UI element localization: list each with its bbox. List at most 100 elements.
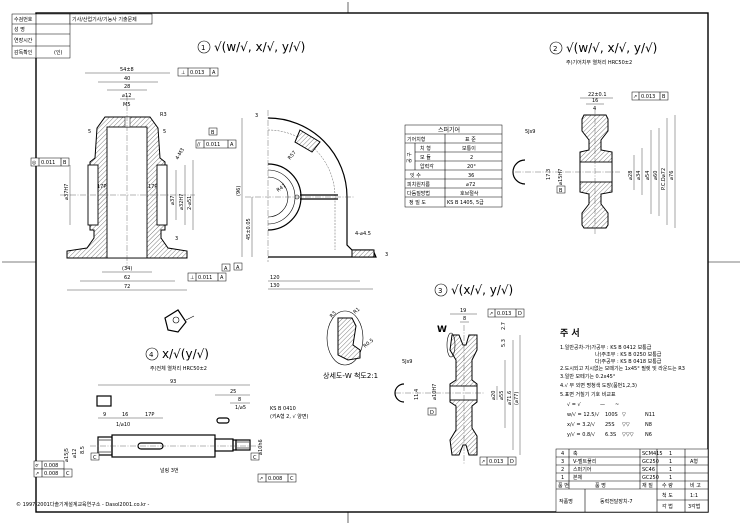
dim-28: 28	[124, 84, 130, 90]
datum-b-box: B	[208, 127, 218, 136]
svg-text:C: C	[93, 455, 97, 461]
svg-text:GC250: GC250	[642, 475, 659, 481]
dim-4-m3: 4-M3	[175, 147, 186, 161]
svg-text:B: B	[211, 130, 215, 136]
svg-text:C: C	[253, 455, 257, 461]
parts-row-4: 4 축 SCM415 1	[561, 450, 672, 457]
svg-text:—: —	[600, 402, 605, 408]
spur-gear-table: 스퍼기어 기어치형 표 준 공 구 치 형 보통이 모 듈 2 압력각 20° …	[404, 124, 503, 208]
dim-130: 130	[270, 283, 280, 289]
dim-gear-17.3: 17.3	[546, 169, 552, 180]
datum-a-box: A	[233, 262, 243, 271]
roughness-symbol-1: √(w/√, x/√, y/√)	[214, 40, 305, 54]
dim-gear-bore: ⌀15H7	[558, 169, 564, 185]
view-number-2: 2	[553, 45, 557, 53]
dim-shaft-d12: ⌀12	[72, 449, 78, 458]
dim-40: 40	[124, 76, 130, 82]
svg-text:스퍼기어: 스퍼기어	[573, 466, 591, 473]
detail-dim-r1: R1	[352, 307, 361, 316]
svg-text:모 듈: 모 듈	[420, 155, 431, 161]
dim-2-d51: 2-⌀51	[187, 196, 193, 210]
svg-text:N6: N6	[645, 432, 652, 438]
dim-pulley-keyway: 5Js9	[402, 359, 412, 365]
svg-text:SC46: SC46	[642, 467, 655, 473]
svg-text:2: 2	[470, 155, 473, 161]
svg-text:A: A	[212, 70, 216, 76]
svg-text:SCM415: SCM415	[642, 451, 663, 457]
detail-w-view: R3 R1 R0.5 상세도-W 척도2:1	[323, 307, 378, 380]
svg-text:보통이: 보통이	[462, 145, 476, 152]
dim-120: 120	[270, 275, 280, 281]
svg-text:◎: ◎	[32, 160, 37, 166]
dim-shaft-c10: 1/⌀10	[116, 422, 130, 428]
roughness-symbol-4: x/√(y/√)	[162, 347, 209, 361]
svg-text:표 준: 표 준	[465, 137, 476, 143]
svg-text:비 고: 비 고	[690, 482, 701, 489]
svg-text:√ = √: √ = √	[567, 402, 582, 408]
project-label: 작품명	[559, 498, 573, 505]
svg-text://: //	[197, 142, 201, 148]
dim-shaft-17p: 17P	[145, 412, 154, 418]
svg-text:호브절삭: 호브절삭	[460, 190, 479, 197]
note-line-1b: 나)주조부 : KS B 0250 보통급	[595, 351, 662, 358]
svg-text:A: A	[224, 266, 228, 272]
gear-heat-treatment-note: 주)기어치부 열처리 HRC50±2	[566, 59, 632, 66]
dim-shaft-8.5: 8.5	[80, 446, 86, 454]
detail-dim-r0.5: R0.5	[362, 338, 375, 350]
svg-text:x/√ = 3.2/√: x/√ = 3.2/√	[567, 422, 596, 428]
svg-text:~: ~	[615, 402, 619, 408]
svg-text:6.3S: 6.3S	[605, 432, 616, 438]
shaft-heat-treatment-note: 주)전체 열처리 HRC50±2	[150, 365, 207, 372]
svg-text:압력각: 압력각	[420, 163, 434, 170]
svg-text:0.008: 0.008	[268, 476, 282, 482]
notes-title: 주 서	[560, 327, 580, 339]
dim-pulley-11.4: 11.4	[414, 389, 420, 400]
dim-62: 62	[124, 275, 130, 281]
view-number-1: 1	[201, 44, 205, 52]
tolerance-perpendicular-bottom: ⊥ 0.011 A	[187, 272, 227, 282]
view-number-4: 4	[149, 351, 154, 359]
dim-shaft-16: 16	[122, 412, 128, 418]
gear-runout-tolerance: ↗ 0.013 B	[631, 91, 669, 101]
svg-text:1: 1	[669, 451, 672, 457]
dim-pulley-19: 19	[460, 308, 466, 314]
svg-text:피치원지름: 피치원지름	[407, 181, 430, 188]
svg-text:품 명: 품 명	[595, 482, 606, 489]
dim-pulley-8: 8	[463, 316, 466, 322]
dim-pulley-bore: ⌀10H7	[432, 384, 438, 400]
supervisor-seal: (인)	[54, 49, 63, 56]
spur-gear-view: 2 √(w/√, x/√, y/√) 주)기어치부 열처리 HRC50±2 22…	[512, 41, 676, 235]
dim-gear-d28: ⌀28	[628, 171, 634, 180]
shaft-knurl-note: 널링 3번	[160, 467, 179, 474]
dim-pulley-d71.6: ⌀71.6	[507, 391, 513, 405]
extension-time-label: 연장시간	[14, 37, 33, 44]
copyright-text: © 1997-2001다솔기계설계교육연구소 - Dasol2001.co.kr…	[16, 501, 150, 508]
dim-gear-pcd: P.C.D⌀72	[661, 168, 667, 190]
svg-text:⌀72: ⌀72	[466, 182, 475, 188]
svg-text:36: 36	[468, 173, 474, 179]
dim-d12: ⌀12	[122, 93, 131, 99]
svg-text:N11: N11	[645, 412, 655, 418]
svg-text:D: D	[518, 311, 522, 317]
tolerance-concentricity: ◎ 0.011 B	[30, 157, 70, 167]
svg-text:B: B	[63, 160, 67, 166]
dim-shaft-93: 93	[170, 379, 176, 385]
datum-b-gear: B	[556, 185, 566, 194]
svg-text:1: 1	[669, 475, 672, 481]
supervisor-label: 감독확인	[14, 49, 33, 56]
dim-d37: ⌀37	[170, 196, 176, 205]
note-line-4: 4.√ 부 외면 명청색 도장(품번1,2,3)	[560, 382, 637, 389]
svg-text:0.013: 0.013	[641, 94, 655, 100]
note-line-3: 3.일반 모떼기는 0.2x45°	[560, 373, 616, 380]
svg-text:⊥: ⊥	[190, 275, 194, 281]
svg-text:N8: N8	[645, 422, 652, 428]
svg-text:C: C	[66, 471, 70, 477]
dim-shaft-d15: ⌀15j5	[64, 448, 70, 462]
svg-text:4: 4	[561, 451, 564, 457]
scale-label: 척 도	[662, 492, 673, 499]
datum-c-box: C C	[90, 452, 260, 461]
dim-gear-keyway: 5Js9	[525, 129, 535, 135]
svg-text:A: A	[220, 275, 224, 281]
svg-text:▽: ▽	[622, 412, 626, 418]
svg-text:본체: 본체	[573, 474, 583, 481]
